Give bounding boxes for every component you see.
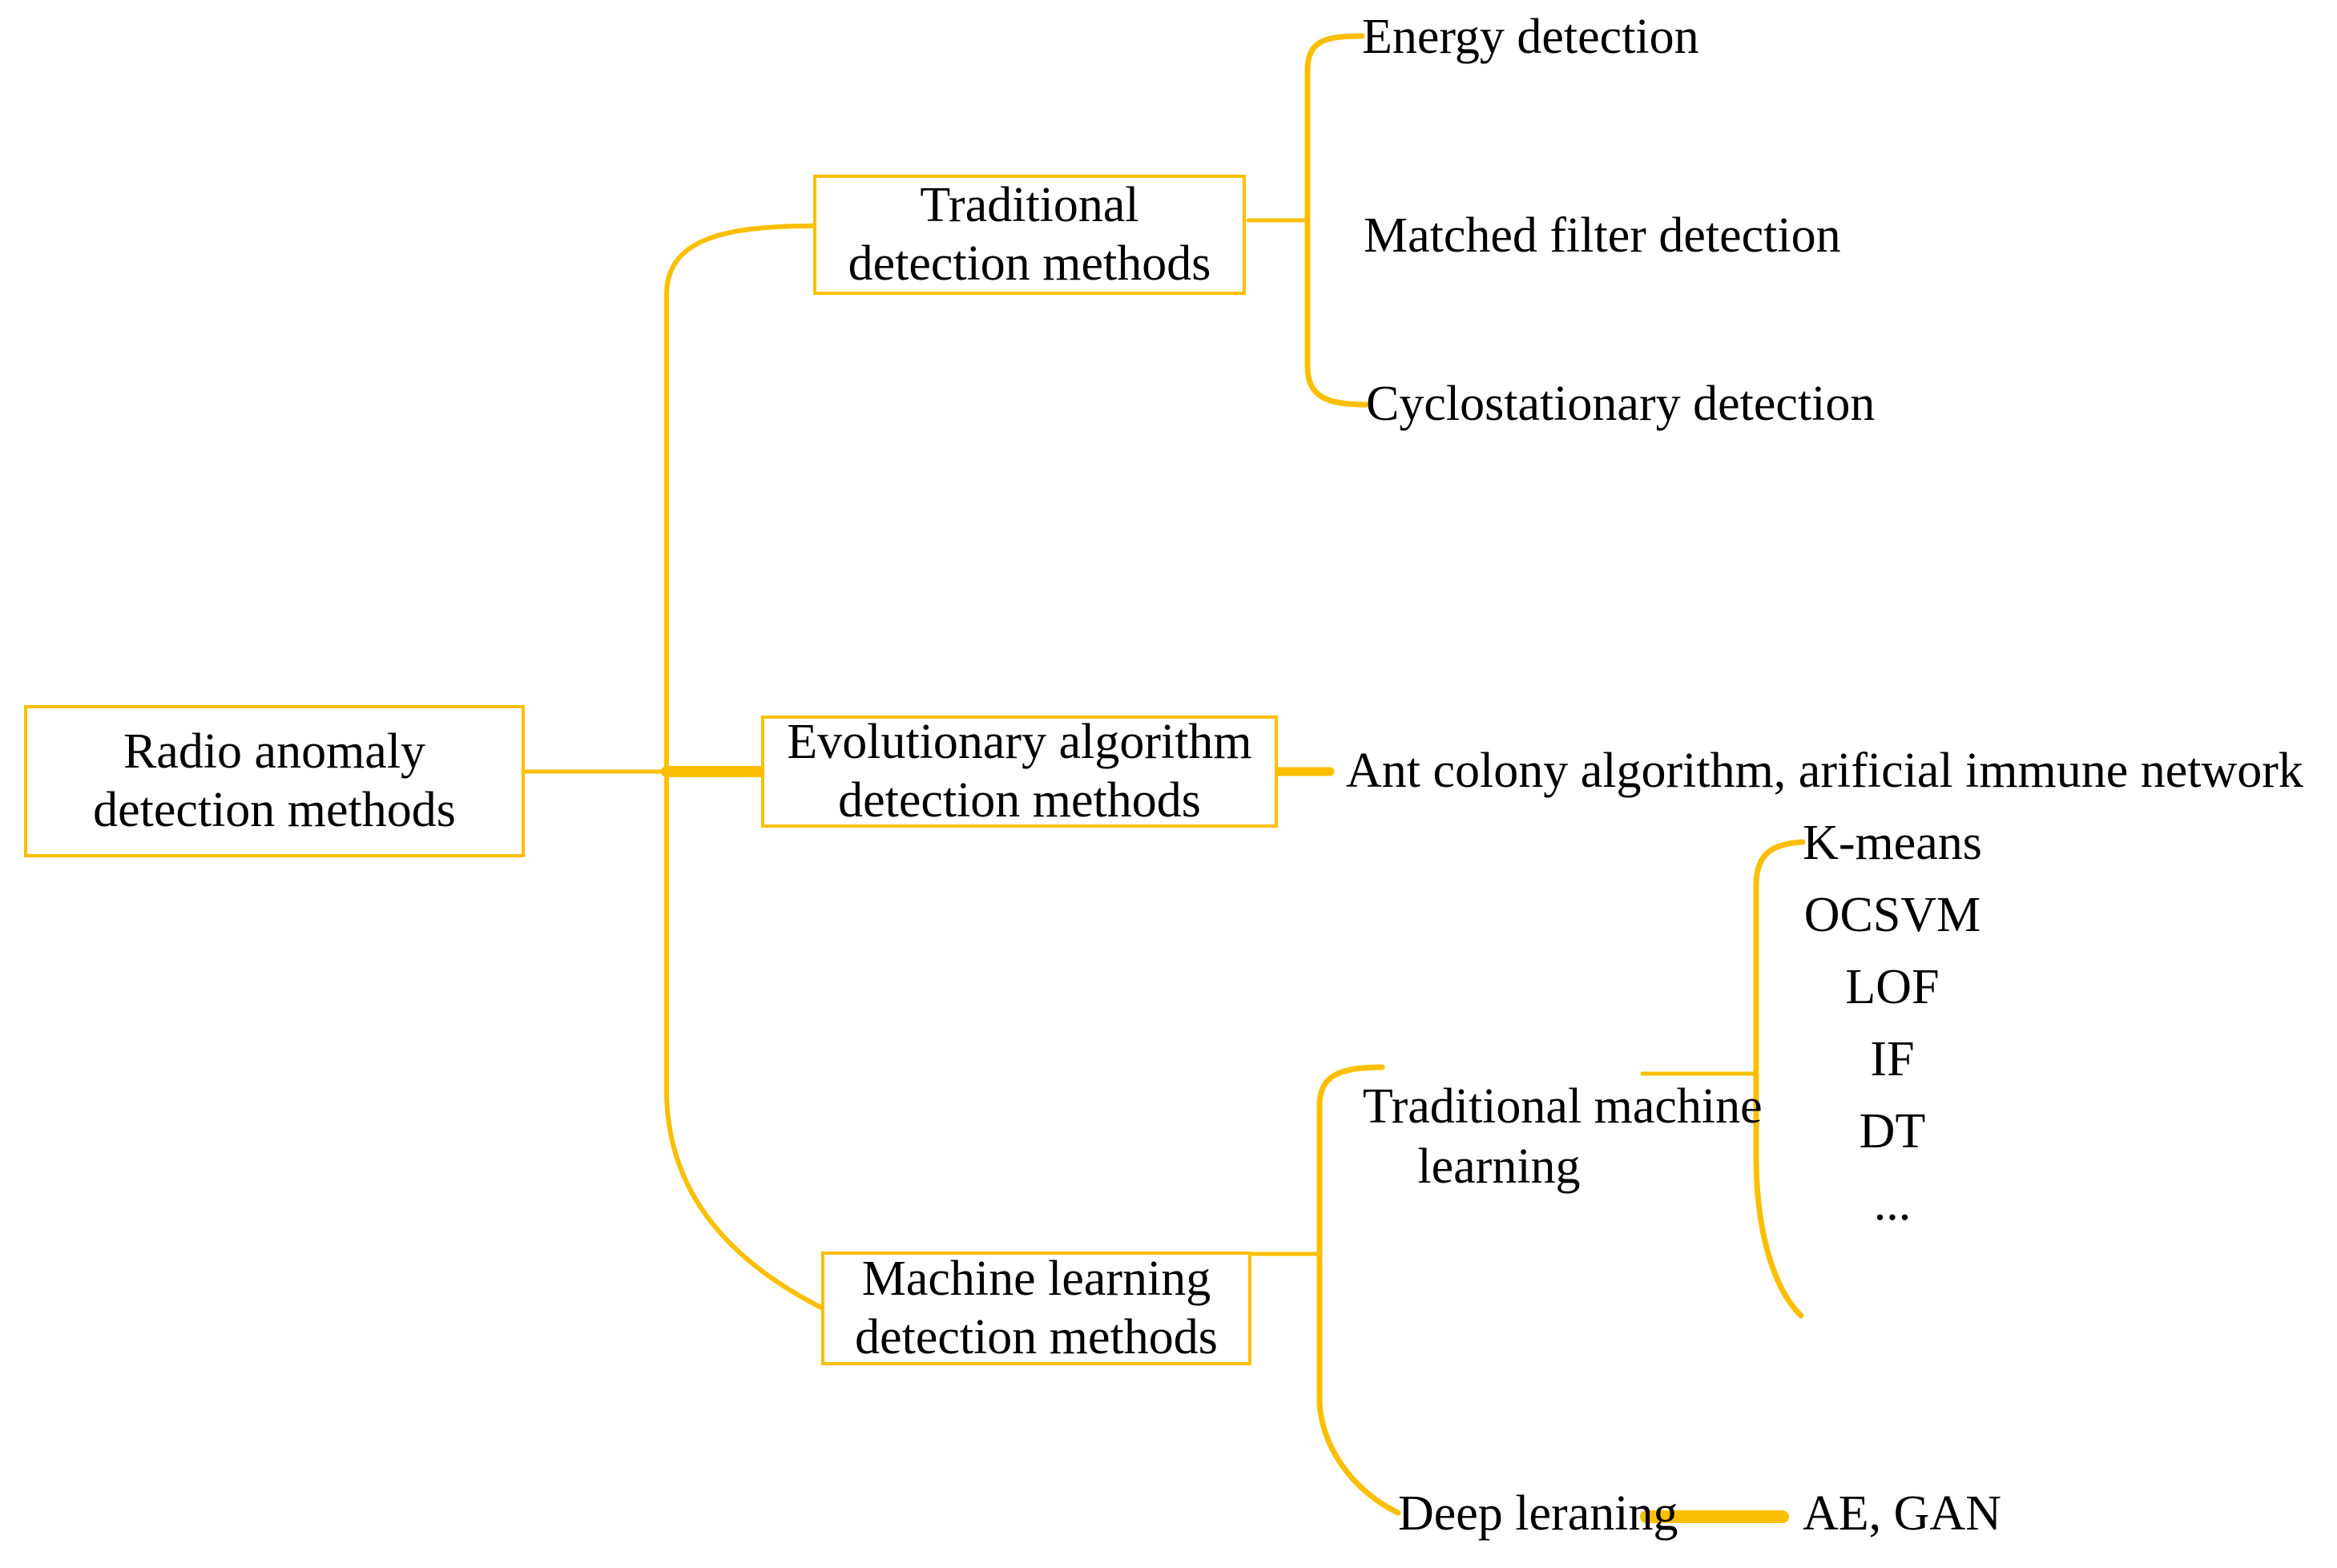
tml-line2: learning [1417, 1139, 1581, 1195]
wire-ml-to-deep-learning [1316, 1395, 1401, 1516]
tml-line1: Traditional machine [1362, 1078, 1763, 1134]
node-traditional-line1: Traditional [920, 177, 1139, 232]
node-evolutionary-detection-methods[interactable]: Evolutionary algorithm detection methods [761, 715, 1278, 828]
node-ml-line1: Machine learning [861, 1251, 1211, 1306]
node-traditional-detection-methods[interactable]: Traditional detection methods [813, 175, 1246, 295]
node-root[interactable]: Radio anomaly detection methods [24, 705, 525, 857]
leaf-dt[interactable]: DT [1859, 1104, 1926, 1159]
node-evolutionary-line1: Evolutionary algorithm [787, 714, 1252, 769]
leaf-if[interactable]: IF [1870, 1032, 1915, 1086]
leaf-deep-learning[interactable]: Deep leraning [1398, 1486, 1678, 1541]
node-machine-learning-detection-methods[interactable]: Machine learning detection methods [821, 1252, 1251, 1365]
node-ml-line2: detection methods [855, 1310, 1218, 1364]
leaf-ae-gan[interactable]: AE, GAN [1803, 1486, 2001, 1541]
leaf-ant-colony-artificial-immune-network[interactable]: Ant colony algorithm, arificial immune n… [1346, 744, 2303, 798]
leaf-k-means[interactable]: K-means [1803, 816, 1982, 870]
leaf-matched-filter-detection[interactable]: Matched filter detection [1364, 208, 1841, 263]
leaf-ocsvm[interactable]: OCSVM [1803, 888, 1981, 942]
node-root-line1: Radio anomaly [123, 724, 426, 779]
leaf-ellipsis[interactable]: ... [1873, 1176, 1912, 1231]
leaf-traditional-machine-learning[interactable]: Traditional machine learning [1314, 1016, 1763, 1259]
wire-trunk-to-machine-learning [664, 1087, 824, 1310]
leaf-energy-detection[interactable]: Energy detection [1362, 10, 1699, 64]
node-evolutionary-line2: detection methods [838, 773, 1201, 828]
wire-traditional-to-cyclostationary [1304, 363, 1369, 408]
node-root-line2: detection methods [93, 783, 456, 837]
leaf-cyclostationary-detection[interactable]: Cyclostationary detection [1366, 377, 1876, 431]
leaf-lof[interactable]: LOF [1845, 960, 1940, 1014]
node-traditional-line2: detection methods [848, 236, 1211, 291]
wire-traditional-to-energy [1304, 33, 1365, 74]
wire-trunk-to-traditional [664, 224, 816, 297]
